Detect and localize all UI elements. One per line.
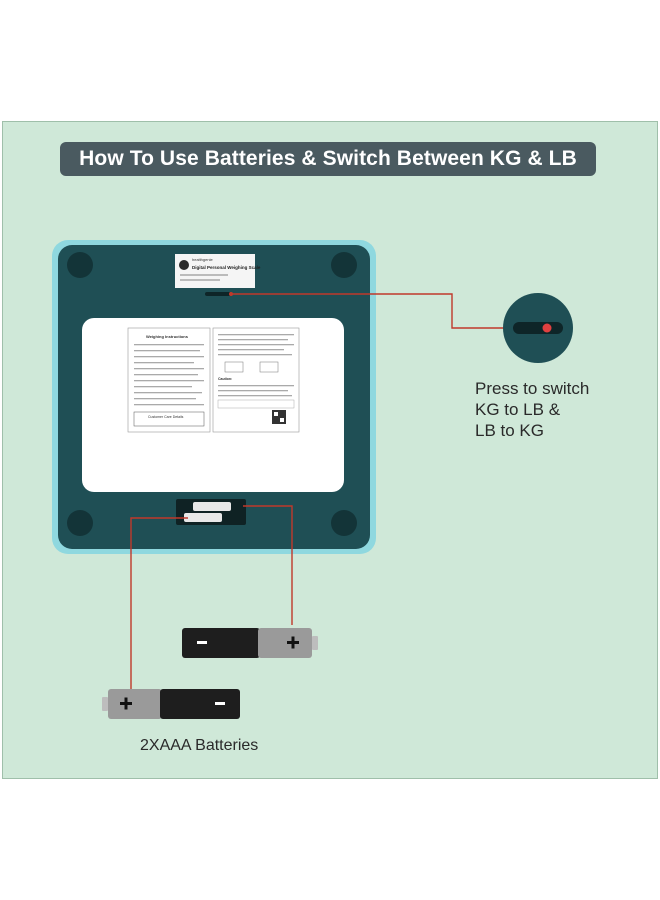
switch-caption: Press to switch KG to LB & LB to KG (475, 378, 589, 441)
installed-battery (184, 513, 222, 522)
unit-switch-button[interactable] (542, 323, 552, 333)
scale-foot (331, 510, 357, 536)
label-line (180, 279, 220, 281)
title-banner: How To Use Batteries & Switch Between KG… (60, 142, 596, 176)
caution-heading: Caution: (218, 377, 232, 381)
label-line (180, 274, 228, 276)
scale-top-label (175, 254, 255, 288)
instruction-text-lines (218, 385, 294, 397)
page-title: How To Use Batteries & Switch Between KG… (79, 147, 577, 170)
switch-caption-line: KG to LB & (475, 400, 561, 419)
label-title: Digital Personal Weighing Scale (192, 265, 261, 270)
battery-pointer-line (130, 517, 188, 690)
battery-icon (102, 689, 240, 719)
display-diagram (259, 361, 279, 373)
switch-pointer-line (231, 293, 538, 329)
battery-pointer-line (243, 505, 293, 625)
scale-foot (331, 252, 357, 278)
brand-logo-icon (179, 260, 189, 270)
battery-icon (182, 628, 318, 658)
label-brand: healthgenie (192, 257, 213, 262)
switch-caption-line: Press to switch (475, 379, 590, 398)
pointer-dot (229, 292, 233, 296)
instruction-text-lines (134, 344, 204, 406)
display-diagram (224, 361, 244, 373)
unit-switch-icon[interactable] (513, 322, 563, 334)
battery-caption: 2XAAA Batteries (140, 737, 259, 754)
care-heading: Customer Care Details (148, 415, 184, 419)
installed-battery (193, 502, 231, 511)
unit-switch-slot[interactable] (205, 292, 231, 296)
spec-table (217, 399, 295, 409)
instruction-text-lines (218, 334, 294, 356)
instructions-heading: Weighing Instructions (146, 334, 189, 339)
care-box (133, 411, 205, 427)
scale-foot (67, 510, 93, 536)
scale-foot (67, 252, 93, 278)
switch-caption-line: LB to KG (475, 421, 544, 440)
